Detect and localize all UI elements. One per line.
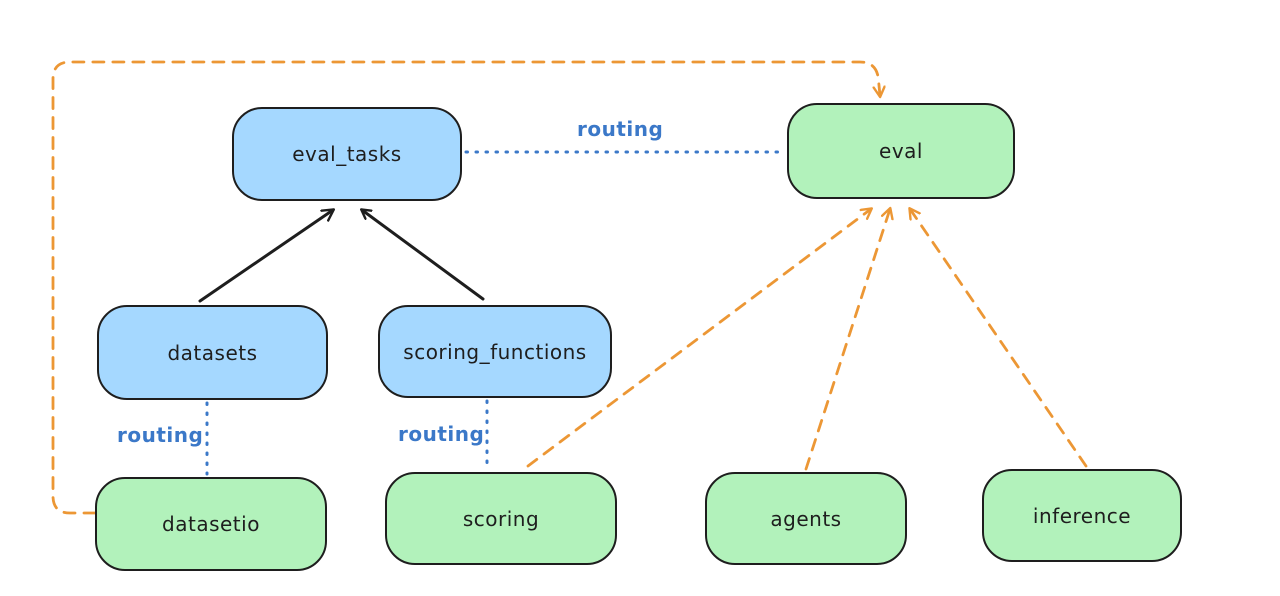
node-eval: eval xyxy=(787,103,1015,199)
node-scoring-functions-label: scoring_functions xyxy=(403,339,587,364)
routing-label-eval-tasks-eval: routing xyxy=(577,117,664,141)
node-scoring-functions: scoring_functions xyxy=(378,305,612,398)
node-inference: inference xyxy=(982,469,1182,562)
edge-scoring-functions-to-eval-tasks xyxy=(362,210,485,301)
node-eval-tasks: eval_tasks xyxy=(232,107,462,201)
edge-scoring-to-eval xyxy=(526,209,871,468)
routing-label-scoring-functions-scoring: routing xyxy=(398,422,485,446)
node-datasetio-label: datasetio xyxy=(162,512,260,536)
node-eval-tasks-label: eval_tasks xyxy=(292,142,402,166)
node-agents: agents xyxy=(705,472,907,565)
node-datasets: datasets xyxy=(97,305,328,400)
node-scoring-label: scoring xyxy=(462,506,540,531)
node-scoring: scoring xyxy=(385,472,617,565)
routing-label-datasets-datasetio: routing xyxy=(117,423,204,447)
node-datasetio: datasetio xyxy=(95,477,327,571)
node-eval-label: eval xyxy=(879,139,923,163)
edge-datasetio-to-eval xyxy=(51,60,880,515)
edge-inference-to-eval xyxy=(910,209,1088,468)
edge-datasets-to-eval-tasks xyxy=(198,210,333,303)
edge-agents-to-eval xyxy=(804,209,890,471)
node-datasets-label: datasets xyxy=(167,340,258,365)
node-agents-label: agents xyxy=(770,506,842,531)
node-inference-label: inference xyxy=(1032,503,1132,528)
